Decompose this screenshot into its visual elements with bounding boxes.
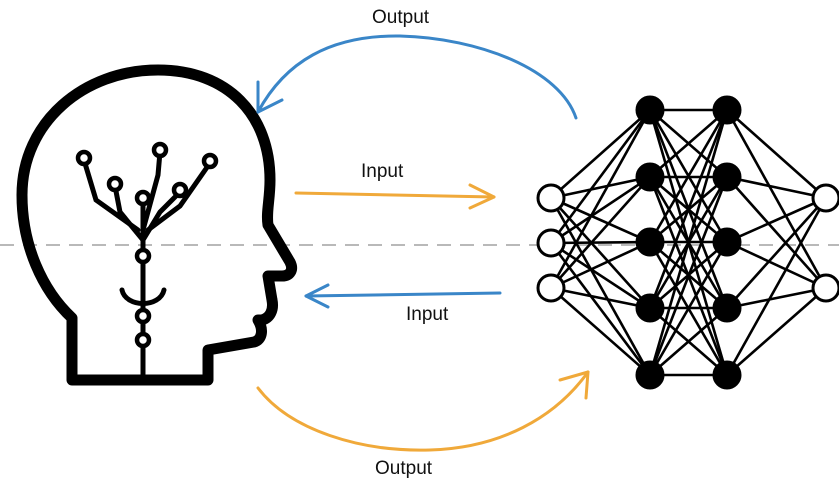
network-edge — [550, 287, 651, 376]
input-node — [536, 228, 566, 258]
network-edge — [726, 197, 827, 309]
network-edge — [549, 242, 652, 376]
network-edge — [726, 196, 827, 244]
hidden-node — [635, 360, 665, 390]
network-edge — [550, 240, 651, 290]
hidden-node — [635, 95, 665, 125]
network-edge — [649, 307, 728, 376]
input-to-network-arrow — [294, 183, 496, 210]
network-edge — [648, 176, 729, 376]
hidden-node — [712, 293, 742, 323]
network-edge — [550, 197, 651, 309]
network-edge — [726, 286, 827, 310]
top-output-arrow — [256, 34, 578, 120]
network-edge — [550, 241, 651, 310]
hidden-node — [712, 227, 742, 257]
network-edge — [648, 109, 729, 243]
network-edge — [550, 286, 651, 310]
network-edge — [726, 287, 827, 376]
output-node — [811, 183, 839, 213]
hidden-node — [635, 227, 665, 257]
hidden-node — [712, 360, 742, 390]
network-edge — [725, 109, 828, 289]
network-edge — [648, 241, 729, 376]
neural-network-icon — [536, 95, 839, 390]
input-to-network-label: Input — [361, 161, 404, 182]
hidden-node — [635, 293, 665, 323]
hidden-node — [712, 162, 742, 192]
input-to-human-arrow — [304, 283, 502, 309]
network-edge — [550, 240, 651, 245]
output-node — [811, 273, 839, 303]
network-edge — [726, 175, 827, 200]
network-edge — [550, 175, 651, 200]
network-edge — [550, 176, 651, 289]
network-edge — [648, 109, 729, 376]
network-edge — [549, 109, 652, 289]
input-node — [536, 273, 566, 303]
hidden-node — [712, 95, 742, 125]
network-edge — [550, 175, 651, 245]
network-edge — [549, 197, 652, 376]
input-node — [536, 183, 566, 213]
input-to-human-label: Input — [406, 304, 449, 325]
network-edge — [725, 197, 828, 376]
network-edge — [649, 109, 728, 178]
network-edge — [549, 109, 652, 244]
bottom-output-arrow — [256, 370, 590, 452]
top-output-label: Output — [372, 7, 430, 28]
bottom-output-label: Output — [375, 458, 433, 479]
network-edge — [726, 240, 827, 290]
network-edge — [648, 109, 729, 309]
hidden-node — [635, 162, 665, 192]
network-edge — [726, 109, 827, 199]
network-edge — [550, 196, 651, 244]
human-head-circuit-icon — [16, 64, 298, 386]
network-edge — [726, 176, 827, 289]
network-edge — [550, 109, 651, 199]
